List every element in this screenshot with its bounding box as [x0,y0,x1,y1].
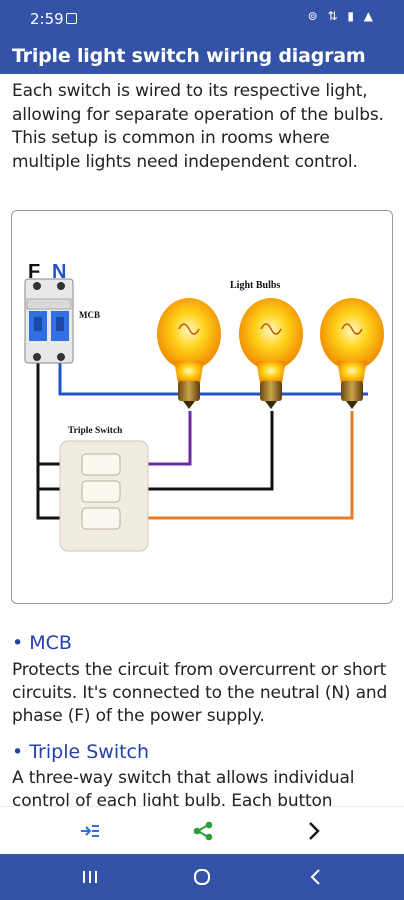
status-time: 2:59 [30,10,64,28]
black-switched-wire [148,411,274,491]
recent-apps-icon[interactable] [70,862,110,892]
wiring-diagram-card: F N MCB Light Bulbs [11,210,393,604]
bottom-toolbar [0,806,404,855]
light-bulbs-label: Light Bulbs [230,280,280,291]
intro-paragraph: Each switch is wired to its respective l… [12,81,384,172]
status-bar: 2:59 ⊚ ⇅ ▮ ▲ [0,0,404,38]
light-bulb-1 [157,298,221,409]
page-title: Triple light switch wiring diagram [12,45,366,67]
section-heading-triple-switch: • Triple Switch [12,741,150,763]
light-bulb-2 [239,298,303,409]
gallery-notification-icon [66,13,77,24]
share-icon[interactable] [185,815,221,847]
neutral-label: N [52,261,66,283]
blue-neutral-wire [58,361,368,404]
section-text-mcb: Protects the circuit from overcurrent or… [12,660,388,726]
mcb-label: MCB [79,310,100,320]
system-nav-bar [0,854,404,900]
home-icon[interactable] [182,862,222,892]
scroll-content[interactable]: Each switch is wired to its respective l… [0,74,404,806]
black-phase-wire [36,361,60,520]
back-icon[interactable] [296,862,336,892]
triple-switch-label: Triple Switch [68,426,123,436]
purple-switched-wire [148,411,192,466]
chevron-right-icon[interactable] [296,815,332,847]
orange-switched-wire [148,411,354,520]
section-text-triple-switch: A three-way switch that allows individua… [12,768,355,806]
section-heading-mcb: • MCB [12,632,72,654]
wiring-diagram: F N MCB Light Bulbs [24,261,384,552]
status-icons: ⊚ ⇅ ▮ ▲ [307,9,376,23]
light-bulb-3 [320,298,384,409]
mcb-breaker [24,278,74,364]
next-page-icon[interactable] [72,815,108,847]
triple-switch-plate [59,440,149,552]
title-bar: Triple light switch wiring diagram [0,38,404,74]
phase-label: F [28,261,40,283]
